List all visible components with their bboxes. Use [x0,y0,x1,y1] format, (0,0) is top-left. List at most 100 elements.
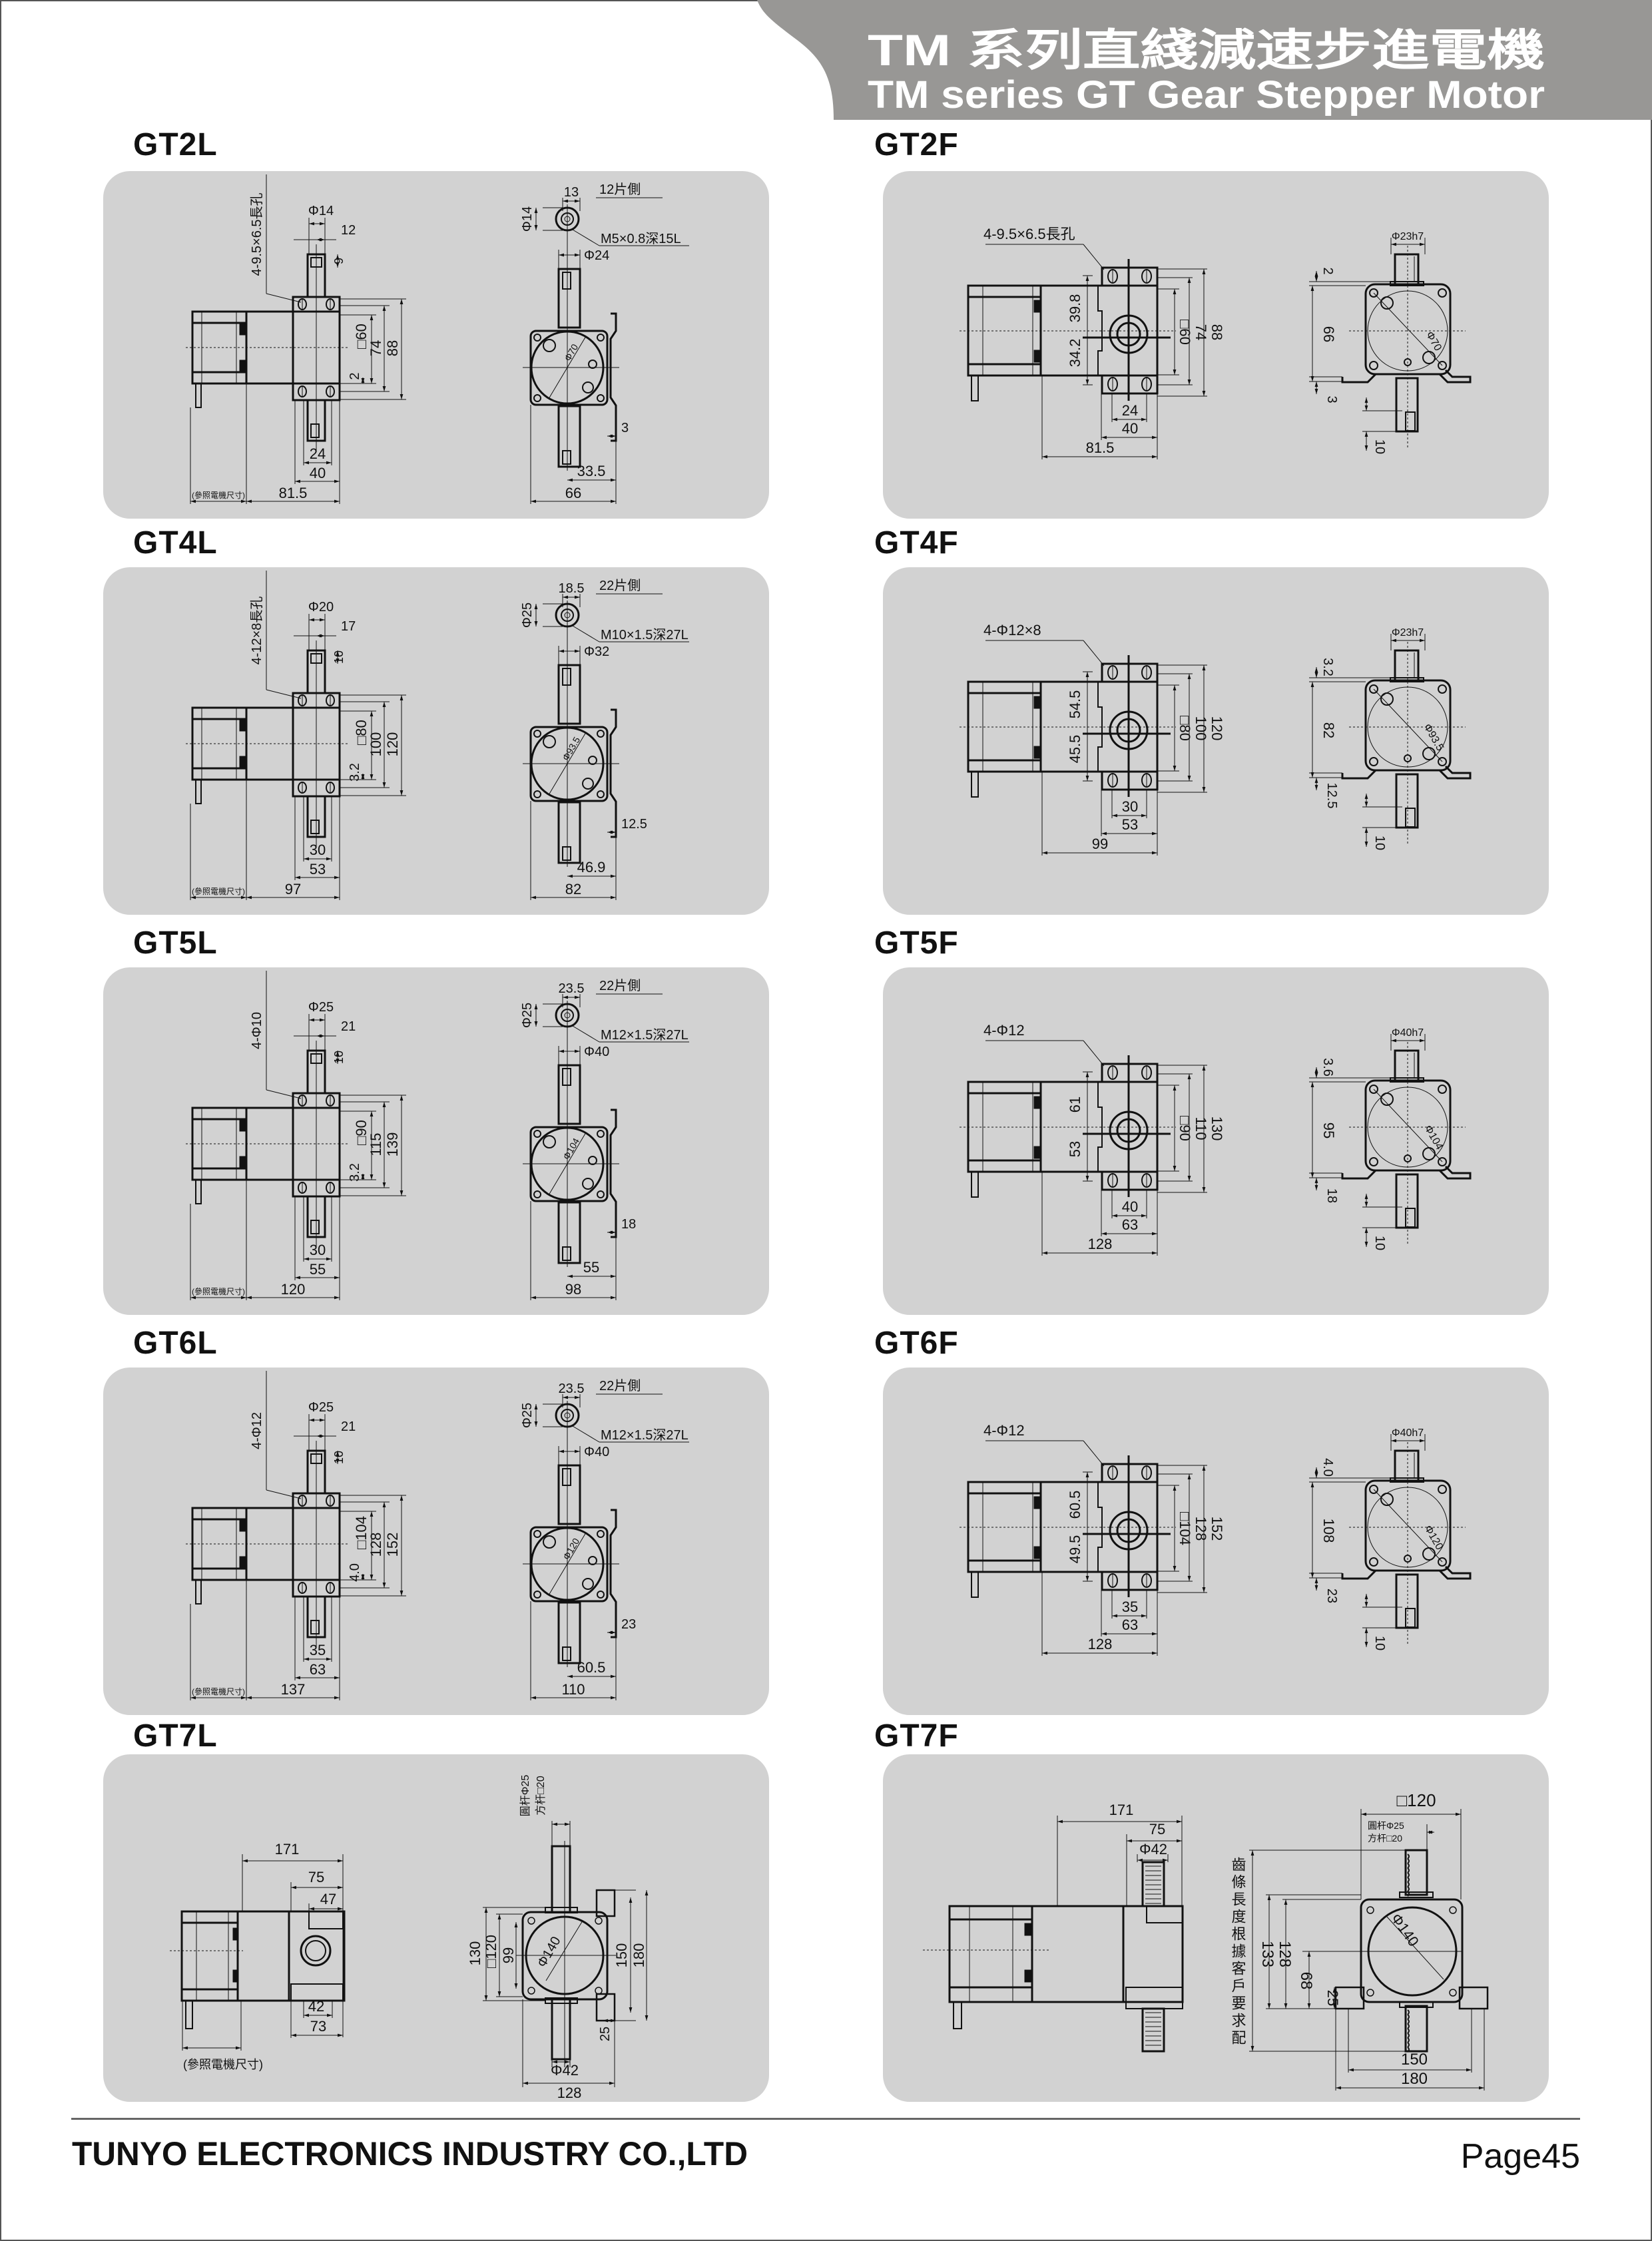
motor-cable [971,375,979,401]
end-diameter-label: Φ14 [520,206,535,232]
width-label: 42 [308,1998,324,2015]
rack-length-note: 齒條長度根據客戶要求配 [1230,1857,1246,2047]
circle-diameter-label: Φ120 [561,1536,581,1561]
motor-tab [239,1119,246,1132]
square-size-label: □60 [1177,320,1193,345]
model-title-gt2l: GT2L [133,127,218,162]
mounting-hole-icon [1449,1989,1457,1997]
rack-tooth [1407,2042,1410,2048]
pitch-label: 74 [368,340,384,356]
boss-diameter-label: Φ32 [584,644,609,659]
mounting-hole-icon [597,1530,605,1538]
mounting-hole-icon [533,1190,541,1198]
gearbox-step [1097,1082,1103,1172]
mounting-hole-icon [595,1917,603,1925]
width-label: 24 [1122,402,1138,419]
mounting-hole-icon [597,1130,605,1138]
hole-spec-label: 4-Φ12 [983,1022,1025,1039]
lower-offset-label: 53 [1067,1141,1083,1157]
body-height-label: 82 [1320,722,1337,738]
body-height-label: 66 [1320,326,1337,342]
rack-top [551,1845,571,1913]
motor-tab [239,756,246,768]
thread-spec-label: M12×1.5深27L [601,1027,688,1043]
half-width-label: 55 [583,1259,599,1276]
total-width-label: 66 [565,485,581,501]
motor-tab [1033,350,1041,363]
total-width-label: 110 [561,1681,585,1698]
motor-tab [239,323,246,336]
flange-height-label: 152 [384,1533,401,1557]
upper-offset-label: 60.5 [1067,1491,1083,1519]
key-depth-label: 10 [332,1051,346,1064]
mounting-hole-icon [595,1987,603,1995]
mounting-hole-icon [1449,1906,1457,1914]
width-label: 30 [310,842,326,858]
width-label: 75 [308,1869,324,1885]
output-shaft-top [557,1464,581,1525]
mounting-lug [595,1889,616,1917]
mounting-hole-icon [1438,684,1447,694]
rack-top [1141,1861,1165,1907]
body-height-label: 95 [1320,1122,1337,1138]
leader-line [572,229,600,246]
keyway [562,846,571,861]
rack-tooth [1407,1872,1410,1878]
rack-tooth [1407,2028,1410,2034]
motor-body [180,1910,239,2002]
pitch-label: 100 [368,732,384,757]
rack-tooth [1407,1886,1410,1892]
round-rod-label: 圓杆Φ25 [1368,1820,1404,1831]
rack-tooth [1407,2014,1410,2020]
shaft-fit-label: Φ23h7 [1392,231,1424,242]
motor-tab [239,1156,246,1168]
mounting-hole-icon [533,394,541,402]
shaft-diameter-label: Φ20 [308,600,334,615]
mounting-hole-icon [527,1917,535,1925]
flange-height-label: 130 [1209,1117,1225,1141]
keyway [562,1246,571,1261]
footer-divider [71,2118,1580,2120]
keyway [562,1646,571,1661]
square-size-label: □80 [353,720,370,745]
flange-height-label: 120 [384,732,401,757]
width-label: 30 [310,1242,326,1258]
square-size-label: □120 [1396,1790,1436,1810]
inner-hole [588,360,597,369]
width-label: 47 [320,1891,336,1907]
width-label: 63 [1122,1617,1138,1633]
motor-tab [1024,1969,1031,1983]
gearbox-face [1360,1898,1464,2003]
mounting-hole-icon [1369,1485,1378,1494]
pitch-label: 110 [1193,1117,1209,1140]
rack-tooth [1407,2037,1410,2043]
inner-hole [588,1556,597,1565]
mounting-feet [1341,1565,1472,1580]
width-label: 75 [1149,1821,1165,1838]
pinion-inner [305,1940,326,1961]
inner-hole [582,1578,594,1590]
rack-tooth [1407,1858,1410,1864]
shaft-diameter-label: Φ25 [308,1000,334,1015]
inner-hole [588,1156,597,1165]
mounting-hole-icon [1438,1085,1447,1094]
collar-height-label: 3.6 [1320,1058,1335,1077]
half-width-label: 60.5 [577,1659,606,1676]
diameter-line [1386,1916,1444,1980]
keyway [1405,411,1416,431]
motor-reference-label: (參照電機尺寸) [192,490,245,500]
mounting-hole-icon [533,1591,541,1599]
motor-tab [1033,696,1041,709]
offset-label: 3.2 [348,1163,362,1182]
circle-diameter-label: Φ104 [1422,1123,1446,1152]
foot-label: 25 [1324,1990,1341,2006]
offset-label: 4.0 [348,1563,362,1582]
inner-hole [588,756,597,765]
